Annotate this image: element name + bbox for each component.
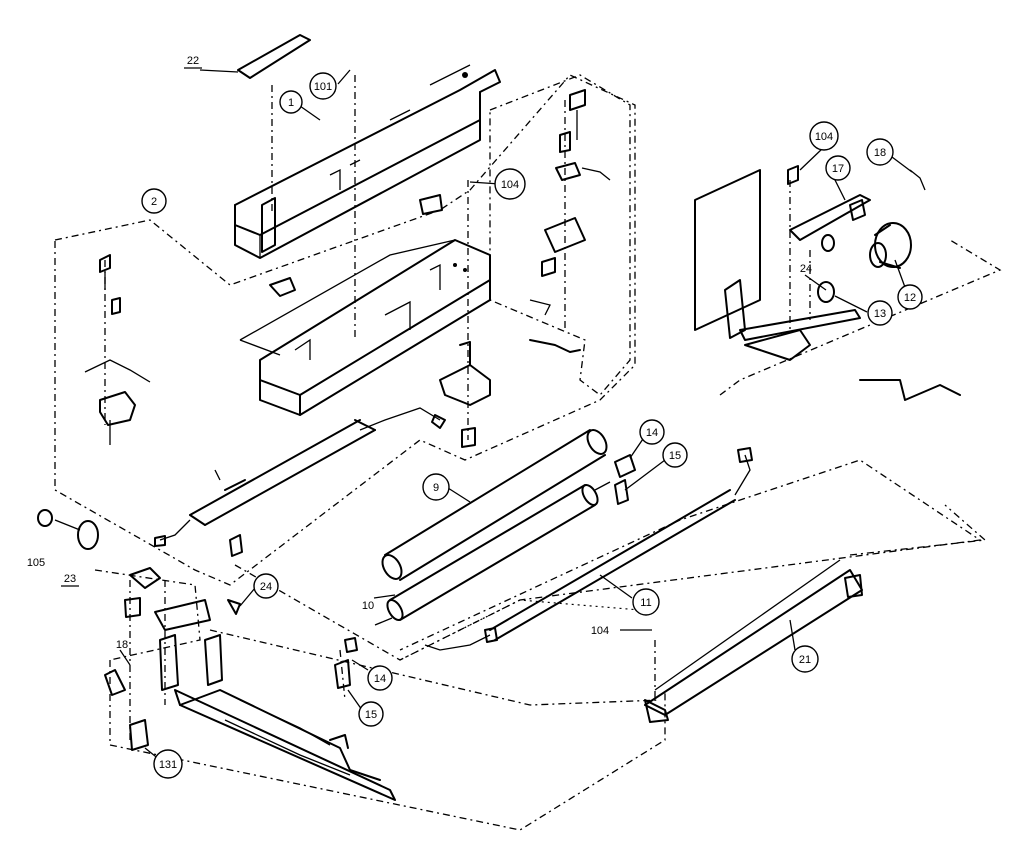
callout-1: 1 bbox=[279, 90, 303, 114]
assembly-outlines bbox=[54, 74, 1002, 831]
svg-text:131: 131 bbox=[159, 759, 177, 771]
svg-text:104: 104 bbox=[501, 179, 519, 191]
callout-14-lower: 14 bbox=[367, 665, 393, 691]
callout-105: 105 bbox=[27, 557, 45, 569]
callout-131: 131 bbox=[153, 749, 183, 779]
callout-15-upper: 15 bbox=[662, 442, 688, 468]
callout-12: 12 bbox=[897, 284, 923, 310]
svg-text:14: 14 bbox=[374, 673, 386, 685]
callout-10: 10 bbox=[362, 600, 374, 612]
part-22-cover-strip bbox=[237, 34, 311, 79]
callout-101: 101 bbox=[309, 72, 337, 100]
svg-text:104: 104 bbox=[591, 625, 609, 637]
part-11-rod bbox=[424, 447, 753, 651]
callout-24-left: 24 bbox=[253, 573, 279, 599]
callout-14-upper: 14 bbox=[639, 419, 665, 445]
callout-2: 2 bbox=[141, 188, 167, 214]
callout-18-left: 18 bbox=[116, 639, 128, 651]
svg-text:17: 17 bbox=[832, 163, 844, 175]
svg-text:104: 104 bbox=[815, 131, 833, 143]
callout-9: 9 bbox=[422, 473, 450, 501]
callout-104-upper: 104 bbox=[494, 168, 526, 200]
alignment-lines bbox=[104, 75, 811, 740]
centre-bracket bbox=[439, 299, 581, 448]
svg-text:23: 23 bbox=[64, 573, 76, 585]
parts-14-15-upper bbox=[614, 454, 636, 505]
callout-104-right: 104 bbox=[809, 121, 839, 151]
svg-text:101: 101 bbox=[314, 81, 332, 93]
callout-18-right: 18 bbox=[866, 138, 894, 166]
callout-21: 21 bbox=[791, 645, 819, 673]
svg-text:12: 12 bbox=[904, 292, 916, 304]
svg-text:15: 15 bbox=[669, 450, 681, 462]
part-2-frame bbox=[239, 239, 491, 416]
part-10-roller bbox=[374, 481, 611, 626]
svg-text:18: 18 bbox=[874, 147, 886, 159]
svg-text:24: 24 bbox=[800, 263, 812, 275]
svg-text:14: 14 bbox=[646, 427, 658, 439]
lower-left-assembly bbox=[104, 567, 396, 801]
part-1-top-cover bbox=[234, 64, 501, 259]
svg-text:10: 10 bbox=[362, 600, 374, 612]
svg-text:18: 18 bbox=[116, 639, 128, 651]
callouts: 22 101 1 2 104 104 17 18 bbox=[27, 55, 923, 779]
svg-text:13: 13 bbox=[874, 308, 886, 320]
svg-text:22: 22 bbox=[187, 55, 199, 67]
svg-text:11: 11 bbox=[640, 597, 651, 609]
svg-text:1: 1 bbox=[288, 97, 294, 109]
cable-harness bbox=[154, 407, 446, 557]
callout-22: 22 bbox=[184, 55, 202, 69]
svg-text:15: 15 bbox=[365, 709, 377, 721]
svg-text:9: 9 bbox=[433, 482, 439, 494]
callout-104-lower: 104 bbox=[591, 625, 609, 637]
upper-inner-assembly bbox=[419, 89, 611, 277]
callout-24-right: 24 bbox=[800, 263, 812, 275]
callout-13: 13 bbox=[867, 300, 893, 326]
callout-15-lower: 15 bbox=[358, 701, 384, 727]
right-side-assembly bbox=[694, 165, 961, 401]
svg-text:2: 2 bbox=[151, 196, 157, 208]
part-9-roller bbox=[381, 429, 608, 581]
callout-17: 17 bbox=[825, 155, 851, 181]
part-21-rail bbox=[644, 559, 863, 723]
svg-text:21: 21 bbox=[799, 654, 811, 666]
callout-23: 23 bbox=[61, 573, 79, 587]
left-hardware bbox=[84, 254, 296, 445]
svg-text:24: 24 bbox=[260, 581, 272, 593]
callout-11: 11 bbox=[632, 588, 660, 616]
left-loose-parts bbox=[37, 509, 241, 615]
svg-text:105: 105 bbox=[27, 557, 45, 569]
